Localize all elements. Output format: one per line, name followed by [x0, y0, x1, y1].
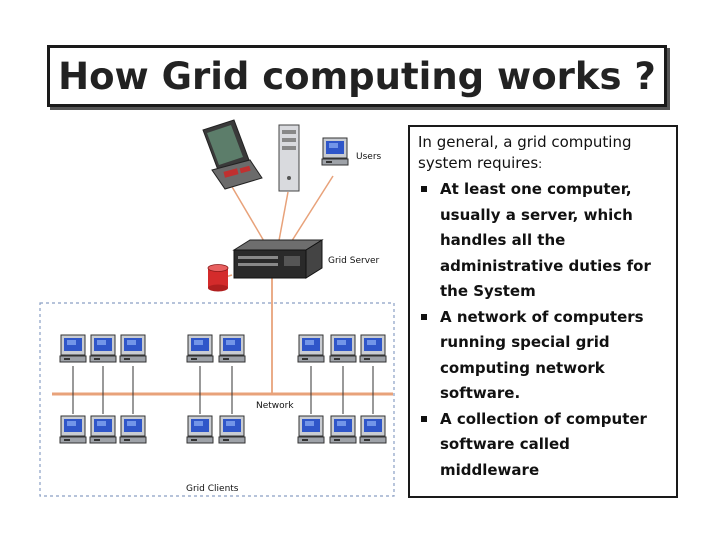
- grid-clients-label: Grid Clients: [186, 484, 239, 494]
- server-links: [221, 175, 334, 394]
- requirement-text: A network of computers running special g…: [440, 307, 644, 403]
- tower-computer-icon: [278, 124, 300, 192]
- requirements-list: At least one computer, usually a server,…: [418, 177, 668, 483]
- network-label: Network: [256, 401, 294, 411]
- grid-server-icon: [232, 239, 324, 279]
- client-row-bottom: [72, 394, 374, 414]
- grid-clients-area: [39, 302, 395, 497]
- requirement-text: At least one computer, usually a server,…: [440, 180, 651, 300]
- client-pcs-bottom: [59, 415, 387, 444]
- grid-server-label: Grid Server: [328, 256, 380, 266]
- intro-main: In general, a grid computing system requ…: [418, 133, 632, 172]
- client-row-top: [72, 366, 374, 394]
- list-item: A collection of computer software called…: [418, 407, 668, 484]
- bullet-square-icon: [421, 415, 427, 422]
- bullet-square-icon: [421, 313, 427, 320]
- list-item: A network of computers running special g…: [418, 305, 668, 407]
- user-pc-icon: [321, 137, 349, 166]
- database-icon: [207, 264, 229, 292]
- intro-text: In general, a grid computing system requ…: [418, 132, 668, 175]
- requirements-box: In general, a grid computing system requ…: [408, 125, 678, 498]
- bullet-square-icon: [421, 186, 427, 192]
- client-pcs-top: [59, 334, 387, 363]
- laptop-icon: [202, 119, 263, 190]
- list-item: At least one computer, usually a server,…: [418, 177, 668, 305]
- users-label: Users: [356, 152, 382, 162]
- slide-title: How Grid computing works ?: [58, 54, 656, 98]
- requirement-text: A collection of computer software called…: [440, 409, 647, 479]
- intro-colon: :: [538, 157, 543, 171]
- title-box: How Grid computing works ?: [47, 45, 667, 107]
